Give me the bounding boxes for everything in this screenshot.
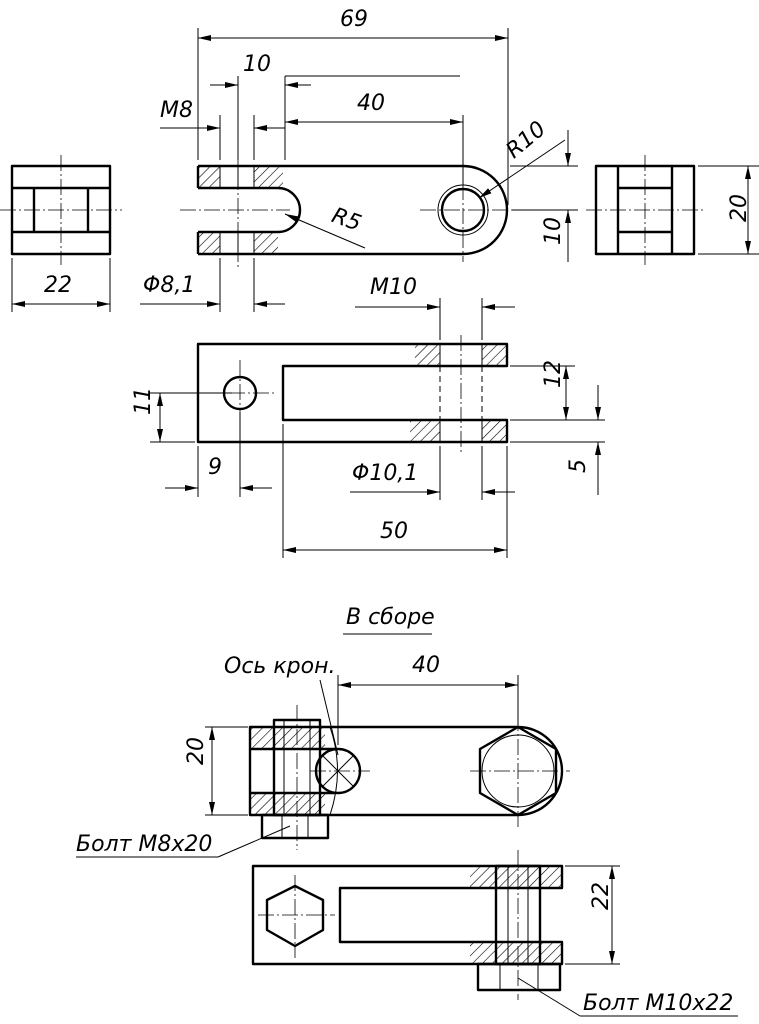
dim-assembly-22: 22 [589, 882, 614, 910]
assembly-top-dimensions: 40 20 Ось крон. Болт M8x20 [76, 653, 519, 858]
assembly-side-dimensions: 22 Болт M10x22 [517, 865, 738, 1017]
bracket-view [196, 335, 509, 452]
dim-20: 20 [727, 194, 752, 222]
dim-11: 11 [131, 387, 156, 415]
bracket-dimensions: M10 12 5 11 9 Φ10,1 50 [131, 275, 605, 558]
assembly-top-view [248, 705, 570, 850]
fork-link-right-view [586, 155, 705, 265]
label-bolt-m10x22: Болт M10x22 [583, 991, 733, 1016]
dim-9: 9 [208, 455, 222, 480]
label-axis-bracket: Ось крон. [224, 654, 335, 679]
dim-50: 50 [380, 519, 408, 544]
assembly-title: В сборе [343, 605, 435, 635]
dim-m10: M10 [370, 275, 417, 300]
dim-10: 10 [243, 52, 271, 77]
dim-r10: R10 [502, 117, 551, 164]
dim-assembly-20: 20 [184, 737, 209, 765]
dim-10-vertical: 10 [541, 217, 566, 245]
dim-m8: M8 [160, 98, 193, 123]
fork-link-dimensions: 69 10 40 M8 R10 R5 22 Φ8,1 20 [11, 7, 759, 312]
dim-assembly-40: 40 [412, 653, 440, 678]
dim-12: 12 [541, 360, 566, 388]
dim-22: 22 [44, 273, 72, 298]
dim-40: 40 [357, 91, 385, 116]
dim-phi-8-1: Φ8,1 [143, 273, 195, 298]
label-bolt-m8x20: Болт M8x20 [76, 832, 212, 857]
fork-link-front-view [180, 150, 515, 270]
fork-link-left-view [0, 155, 122, 265]
dim-r5: R5 [328, 203, 364, 237]
assembly-side-view [251, 850, 564, 1000]
dim-69: 69 [340, 7, 368, 32]
dim-5: 5 [566, 459, 591, 473]
dim-phi-10-1: Φ10,1 [352, 461, 418, 486]
assembly-title-text: В сборе [346, 605, 435, 630]
